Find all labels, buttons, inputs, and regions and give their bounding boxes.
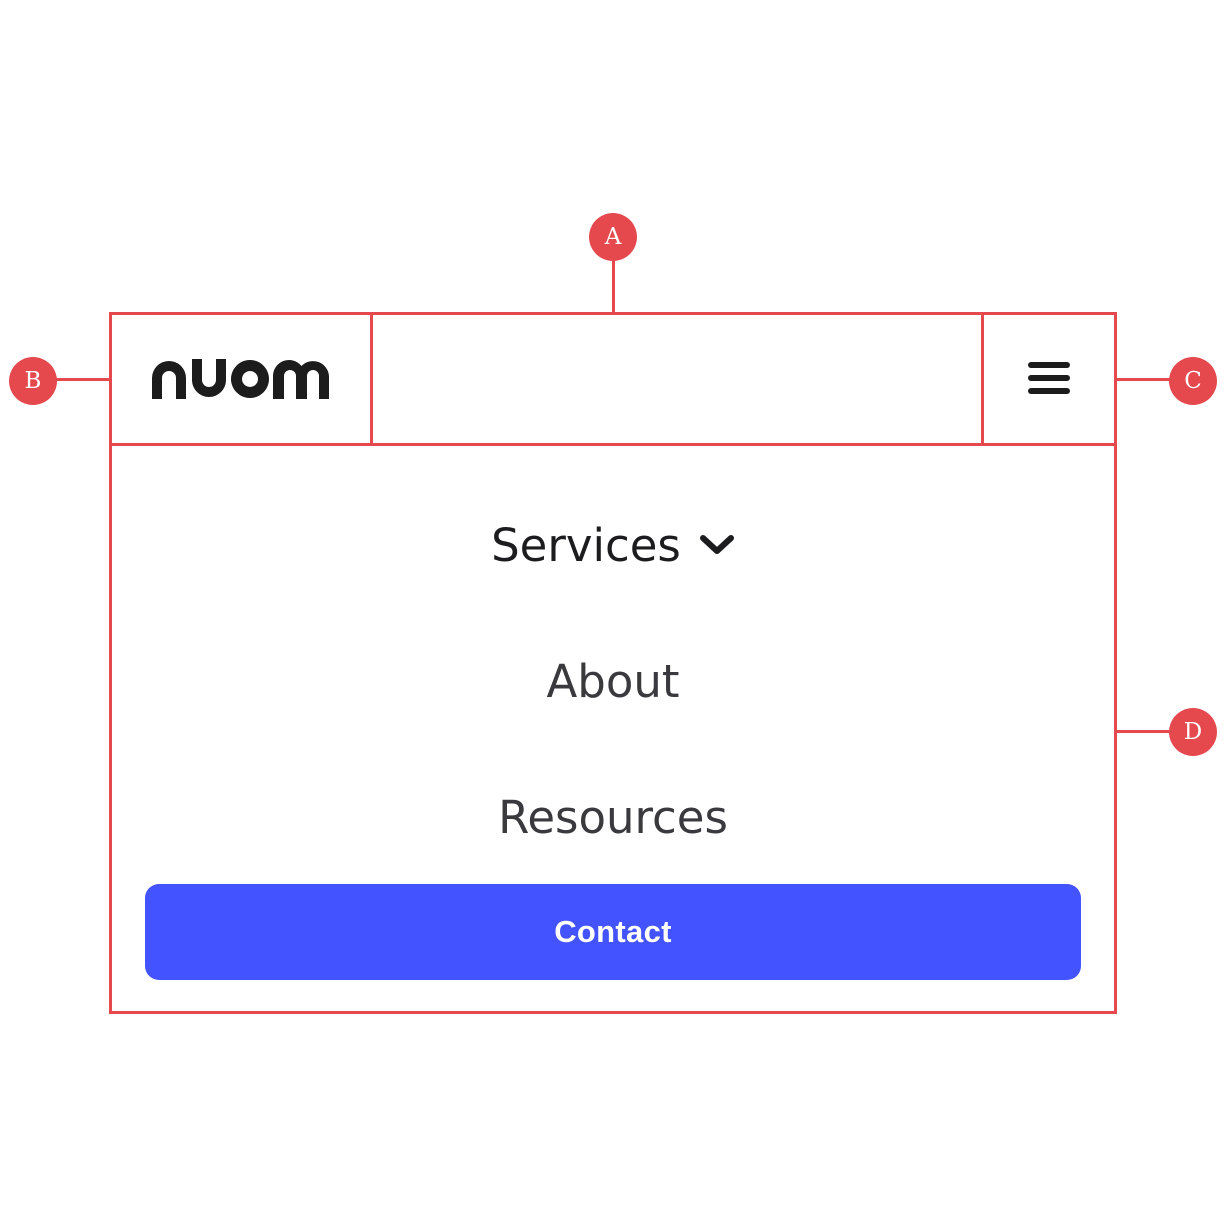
callout-c-connector: [1115, 378, 1171, 381]
callout-badge-c: C: [1169, 357, 1217, 405]
chevron-down-icon: [699, 534, 735, 556]
nav-item-about[interactable]: About: [112, 641, 1114, 721]
nav-item-label: Resources: [498, 790, 728, 844]
hamburger-menu-icon[interactable]: [1028, 361, 1070, 394]
menu-toggle-cell[interactable]: [981, 312, 1117, 446]
contact-button-label: Contact: [554, 914, 672, 949]
brand-logo: nuom: [152, 359, 329, 399]
logo-cell[interactable]: nuom: [109, 312, 373, 446]
nav-item-label: Services: [491, 518, 681, 572]
nav-item-resources[interactable]: Resources: [112, 777, 1114, 857]
contact-button[interactable]: Contact: [145, 884, 1081, 980]
callout-badge-a: A: [589, 213, 637, 261]
nav-item-services[interactable]: Services: [112, 505, 1114, 585]
callout-b-connector: [55, 378, 111, 381]
nav-item-label: About: [546, 654, 680, 708]
callout-badge-d: D: [1169, 708, 1217, 756]
callout-d-connector: [1115, 730, 1171, 733]
callout-a-connector: [612, 258, 615, 314]
callout-badge-b: B: [9, 357, 57, 405]
